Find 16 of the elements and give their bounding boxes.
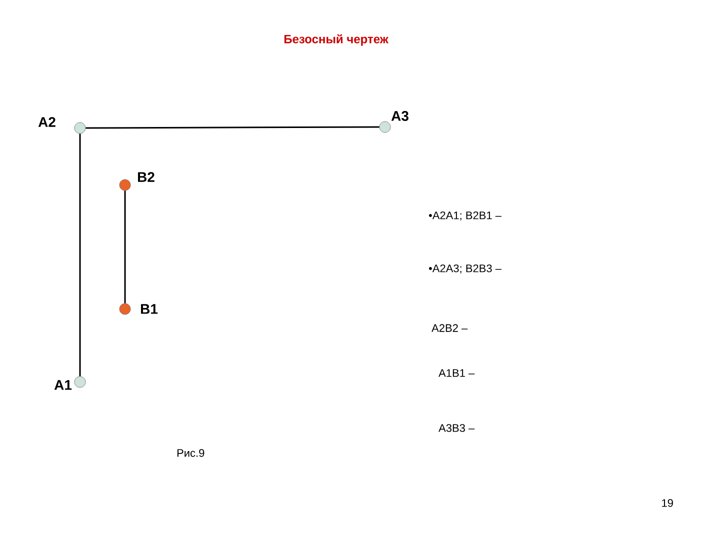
point-label: A2	[38, 117, 56, 127]
point-label: A3	[391, 111, 408, 121]
figure-caption: Рис.9	[177, 449, 204, 457]
line	[124, 190, 126, 304]
point-label: B2	[138, 172, 154, 182]
line	[86, 126, 380, 129]
title: Безосный чертеж	[284, 34, 388, 46]
line	[79, 134, 81, 376]
note-text: •A2A1; B2B1 –	[428, 211, 502, 221]
note-text: A2B2 –	[432, 324, 468, 332]
note-text: A3B3 –	[438, 424, 475, 432]
point-label: A1	[54, 380, 72, 390]
note-text: •A2A3; B2B3 –	[428, 264, 502, 274]
page-number: 19	[662, 499, 673, 507]
note-text: A1B1 –	[438, 369, 475, 377]
point-label: B1	[141, 304, 158, 314]
